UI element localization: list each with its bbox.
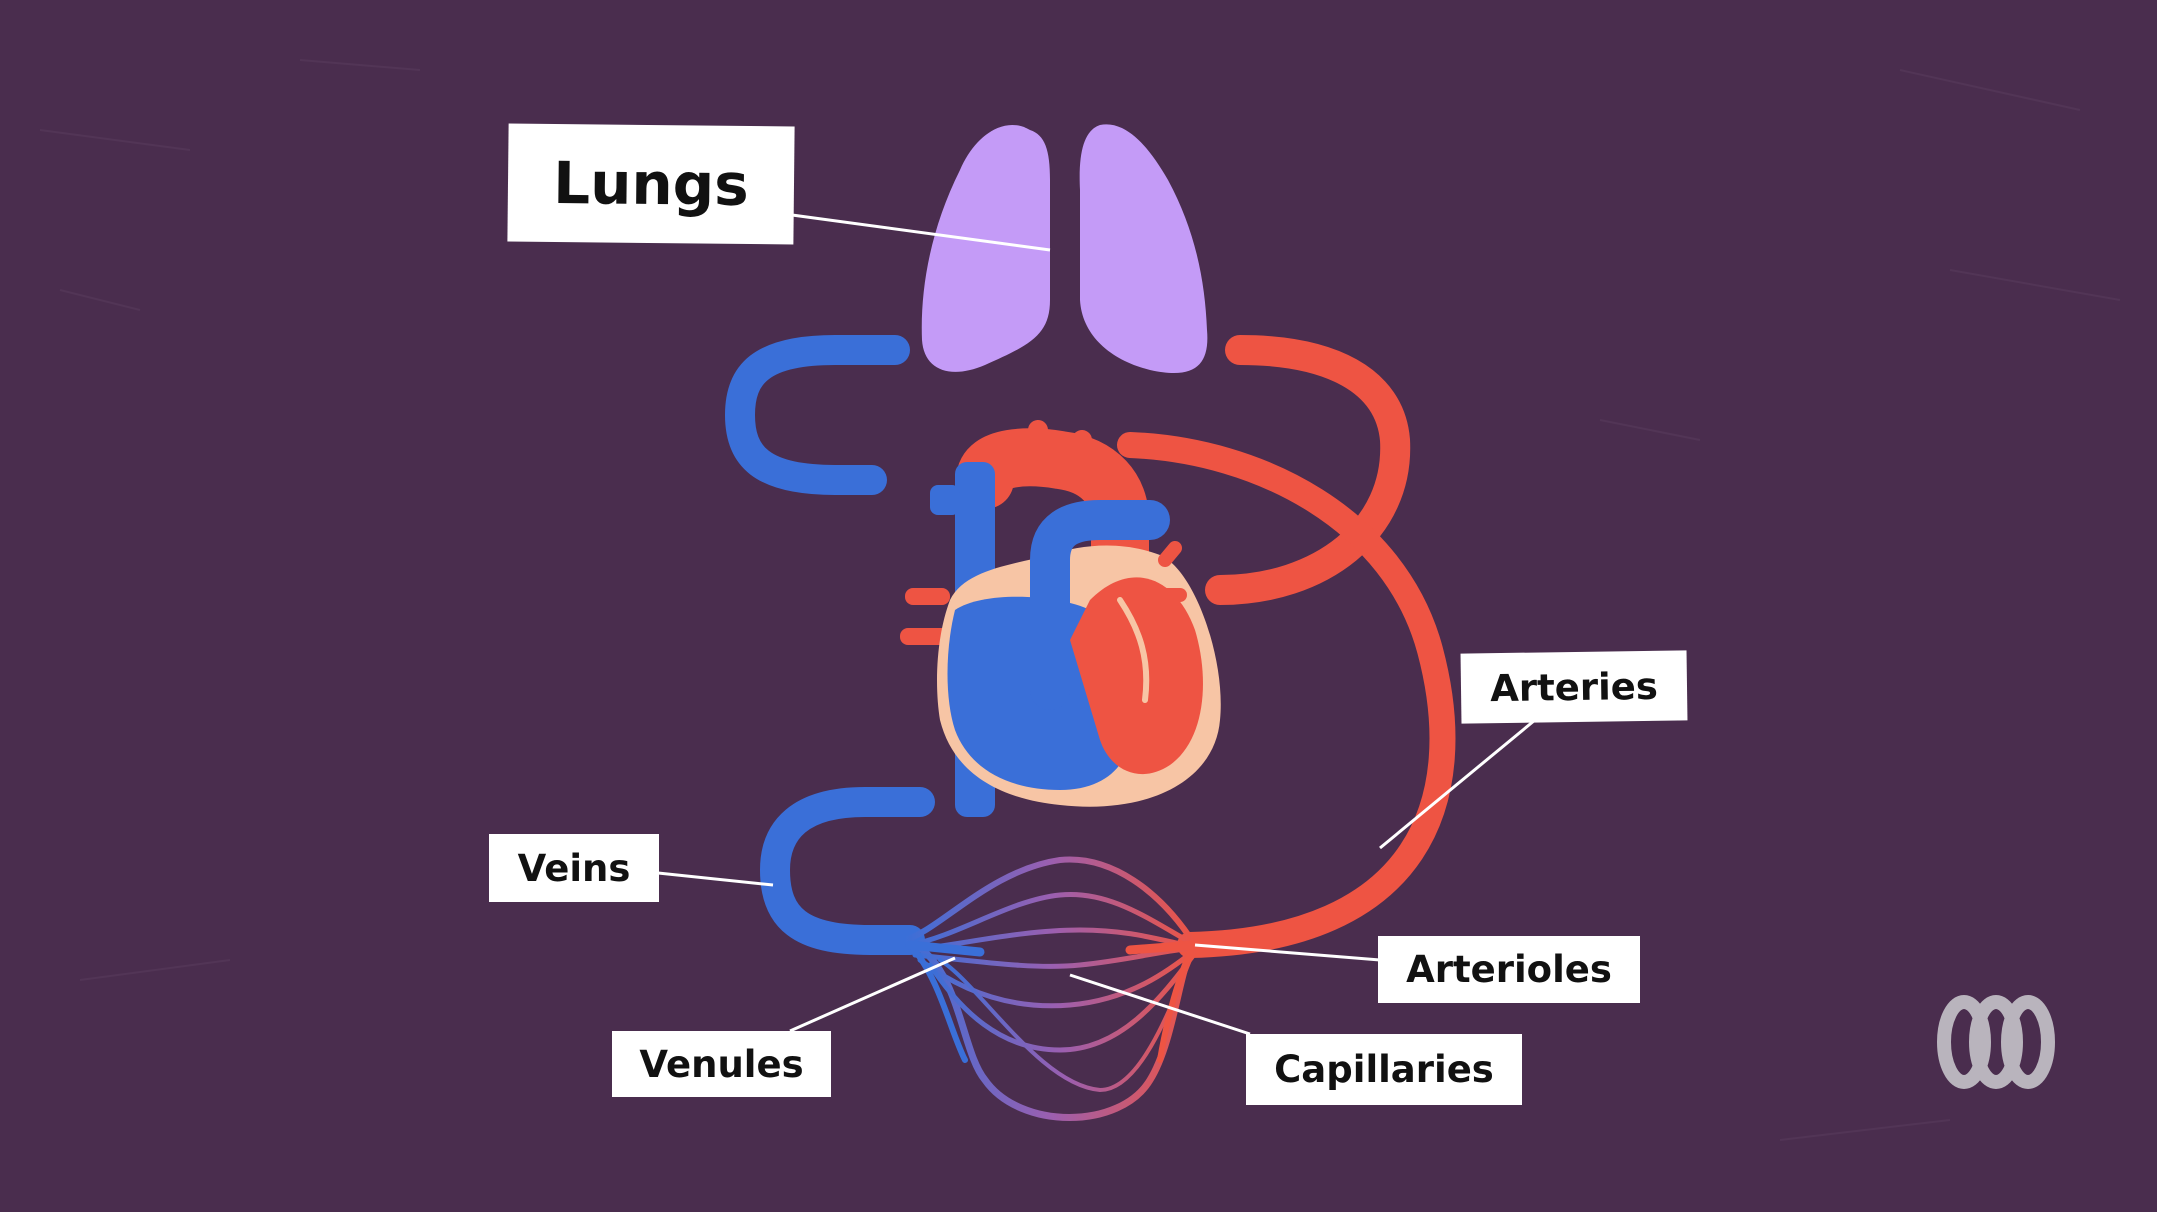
label-capillaries: Capillaries — [1246, 1034, 1522, 1105]
left-heart — [1070, 577, 1203, 775]
label-lungs: Lungs — [507, 123, 795, 245]
label-veins: Veins — [489, 834, 659, 902]
pulmonary-artery-right — [1205, 335, 1411, 605]
left-lung — [921, 124, 1050, 372]
leader-lungs — [791, 213, 1051, 252]
pulmonary-trunk — [1030, 500, 1170, 710]
systemic-vein — [759, 787, 935, 955]
label-venules: Venules — [612, 1031, 831, 1097]
background-texture — [39, 59, 2121, 1141]
right-lung — [1079, 124, 1208, 374]
lungs-illustration — [921, 124, 1208, 374]
leader-lines — [657, 213, 1536, 1036]
leader-veins — [657, 871, 774, 887]
pulmonary-vein-left — [724, 335, 910, 495]
leader-venules — [789, 956, 956, 1033]
label-arteries: Arteries — [1460, 650, 1688, 724]
leader-arterioles — [1194, 943, 1381, 962]
leader-arteries — [1379, 718, 1536, 850]
abc-logo-icon — [1937, 995, 2055, 1089]
label-arterioles: Arterioles — [1378, 936, 1640, 1003]
capillary-bed — [901, 856, 1200, 1121]
heart-illustration — [900, 420, 1221, 817]
leader-capillaries — [1069, 973, 1251, 1036]
systemic-artery — [1117, 432, 1456, 958]
